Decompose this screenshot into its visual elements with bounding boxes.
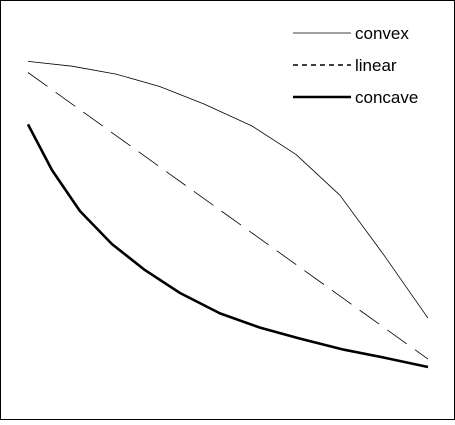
legend-label-concave: concave — [355, 88, 418, 107]
series-line-linear — [27, 72, 429, 360]
series-line-concave — [26, 123, 429, 369]
series-line-convex — [27, 61, 429, 319]
legend-item-convex: convex — [293, 24, 409, 43]
legend-item-concave: concave — [293, 88, 418, 107]
legend-item-linear: linear — [293, 56, 397, 75]
legend-label-linear: linear — [355, 56, 397, 75]
series-layer — [26, 61, 429, 369]
legend: convex linear concave — [293, 24, 418, 107]
legend-label-convex: convex — [355, 24, 409, 43]
